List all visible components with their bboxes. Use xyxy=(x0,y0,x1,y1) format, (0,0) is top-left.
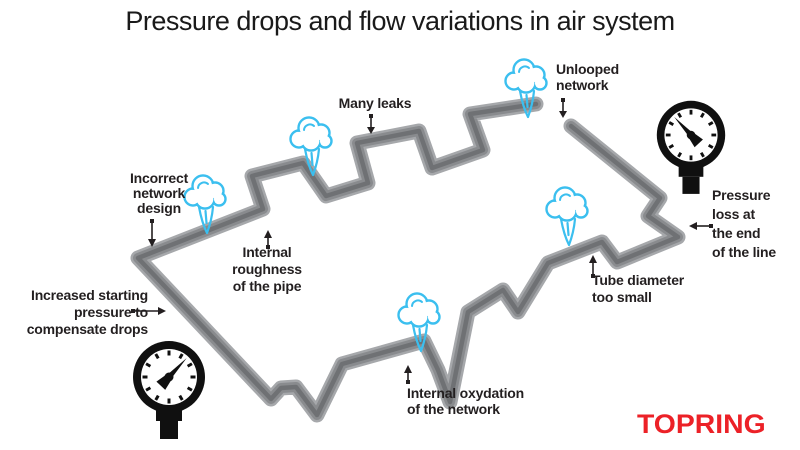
pressure-gauge-icon xyxy=(655,99,727,196)
label-internal-oxydation: Internal oxydation of the network xyxy=(407,385,524,417)
arrow-many-leaks xyxy=(367,114,375,134)
label-unlooped-network: Unlooped network xyxy=(556,61,619,93)
arrow-pressure-loss xyxy=(689,222,713,230)
label-increased-starting-pressure: Increased starting pressure to compensat… xyxy=(26,287,148,337)
arrow-incorrect-network xyxy=(148,219,156,247)
label-pressure-loss-end-of-line: Pressure loss at the end of the line xyxy=(712,187,776,260)
arrow-tube-diameter xyxy=(589,255,597,278)
pressure-gauge-icon xyxy=(131,339,207,441)
label-many-leaks: Many leaks xyxy=(338,95,412,111)
diagram-title: Pressure drops and flow variations in ai… xyxy=(125,6,675,36)
pipe-network xyxy=(130,96,686,423)
arrow-unlooped-network xyxy=(559,98,567,118)
label-tube-diameter-too-small: Tube diameter too small xyxy=(592,272,685,305)
arrow-increased-pressure xyxy=(131,307,166,315)
label-internal-roughness: Internal roughness of the pipe xyxy=(232,244,302,294)
label-incorrect-network-design: Incorrect network design xyxy=(129,170,189,216)
arrow-internal-roughness xyxy=(264,230,272,249)
leak-cloud-icon xyxy=(545,186,589,247)
arrow-internal-oxydation xyxy=(404,365,412,384)
topring-logo: TOPRING xyxy=(637,409,766,439)
annotation-arrows xyxy=(131,98,713,384)
